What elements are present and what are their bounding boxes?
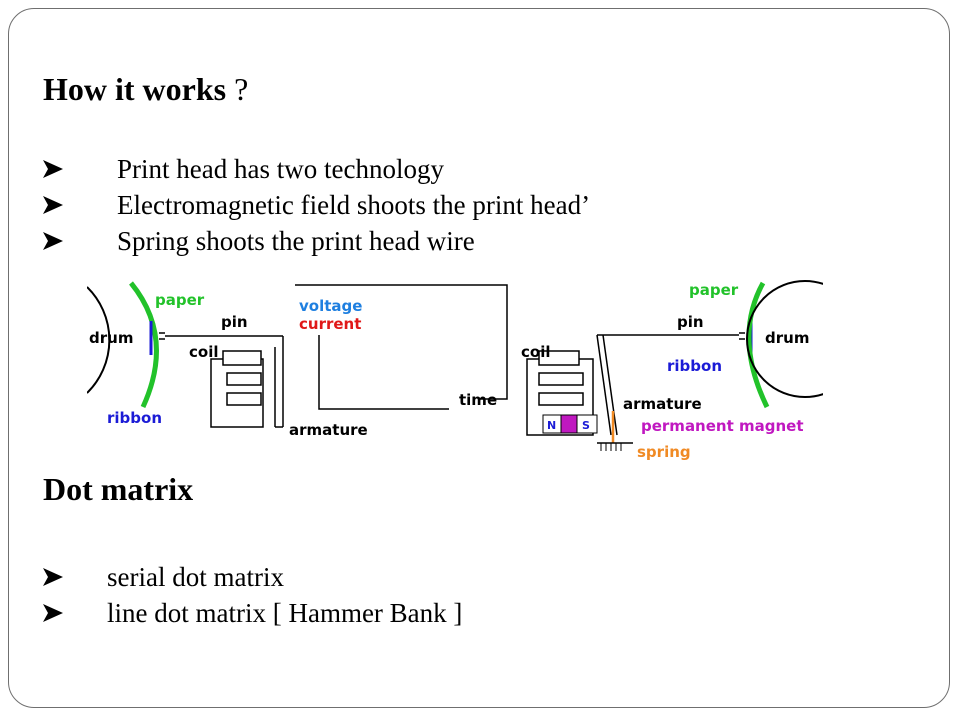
arrow-bullet-icon <box>43 232 63 250</box>
arrow-bullet-icon <box>43 568 63 586</box>
right-armature-label: armature <box>623 395 702 413</box>
right-armature <box>596 334 612 436</box>
arrow-bullet-icon <box>43 604 63 622</box>
left-coil-winding <box>222 350 262 366</box>
right-paper-label: paper <box>689 281 739 299</box>
left-drum-arc <box>87 286 111 394</box>
left-ribbon-label: ribbon <box>107 409 162 427</box>
right-coil-winding <box>538 350 580 366</box>
permanent-magnet-label: permanent magnet <box>641 417 804 435</box>
arrow-bullet-icon <box>43 196 63 214</box>
right-print-head-group: N S coil paper pin ribbon drum armature … <box>521 280 823 461</box>
right-paper-line <box>746 281 770 409</box>
current-label: current <box>299 315 361 333</box>
left-paper-label: paper <box>155 291 205 309</box>
print-head-diagram: drum paper pin coil ribbon armature volt… <box>87 280 823 461</box>
graph-outer-trace <box>295 284 508 400</box>
magnet-s-label: S <box>582 419 590 432</box>
heading-dot-matrix: Dot matrix <box>43 471 194 507</box>
spring-label: spring <box>637 443 691 461</box>
left-print-head-group: drum paper pin coil ribbon armature <box>87 281 368 439</box>
right-pin-label: pin <box>677 313 704 331</box>
left-armature-label: armature <box>289 421 368 439</box>
right-drum-circle <box>746 280 823 398</box>
voltage-label: voltage <box>299 297 362 315</box>
magnet-s-block <box>576 414 598 434</box>
permanent-magnet-block <box>560 414 578 434</box>
left-pin-label: pin <box>221 313 248 331</box>
right-coil-label: coil <box>521 343 550 361</box>
graph-axes <box>318 335 449 410</box>
right-drum-label: drum <box>765 329 809 347</box>
time-label: time <box>459 391 497 409</box>
right-ribbon-label: ribbon <box>667 357 722 375</box>
slide-frame: How it works ? Print head has two techno… <box>8 8 950 708</box>
left-drum-label: drum <box>89 329 133 347</box>
left-coil-label: coil <box>189 343 218 361</box>
arrow-bullet-icon <box>43 160 63 178</box>
magnet-n-label: N <box>547 419 556 432</box>
voltage-current-graph: voltage current time <box>295 284 508 410</box>
heading-how-it-works: How it works ? <box>43 71 249 107</box>
left-paper-line <box>129 281 159 409</box>
